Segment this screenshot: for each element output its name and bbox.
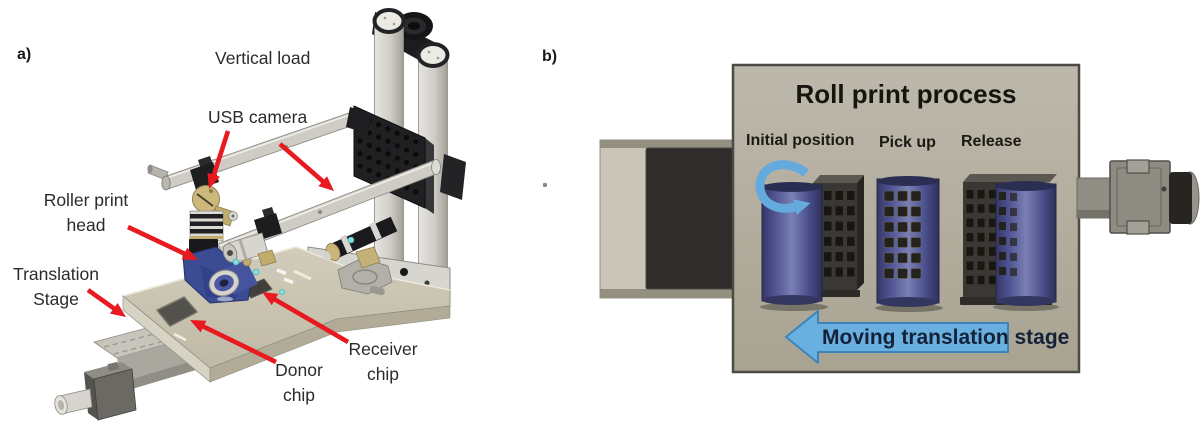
- stray-mark: [543, 183, 547, 187]
- usb-camera-drawing: [183, 156, 238, 271]
- process-title: Roll print process: [795, 79, 1017, 109]
- step-label-pick-up: Pick up: [879, 134, 936, 151]
- arrow-roller-print-head: [127, 224, 198, 260]
- stage-pins: [249, 257, 312, 295]
- label-usb-camera: USB camera: [208, 107, 308, 127]
- panel-b-tag: b): [542, 48, 558, 65]
- arrow-translation-stage: [86, 288, 126, 317]
- arrow-donor-chip: [190, 320, 278, 365]
- panel-b-drawing: [599, 63, 1200, 374]
- label-receiver-chip: Receiver chip: [348, 339, 418, 384]
- annotation-arrows: [86, 130, 350, 365]
- step-label-release: Release: [961, 133, 1022, 150]
- moving-stage-arrow-icon: [785, 310, 1009, 364]
- step-initial-position-drawing: [755, 160, 864, 311]
- donor-chip-drawing: [156, 296, 198, 327]
- step-pick-up-drawing: [875, 176, 943, 312]
- label-donor-chip: Donor chip: [275, 360, 323, 405]
- arrow-receiver-chip: [262, 292, 350, 344]
- stage-motor-drawing: [1076, 159, 1200, 235]
- step-release-drawing: [960, 174, 1059, 311]
- panel-a-tag: a): [17, 46, 32, 63]
- rod-clamp-assembly: [222, 207, 282, 276]
- label-translation-stage: Translation Stage: [13, 264, 99, 309]
- kinematic-mount: [323, 216, 398, 296]
- moving-stage-arrow-label: Moving translation stage: [822, 326, 1070, 349]
- stage-plate-left: [599, 139, 735, 299]
- label-vertical-load: Vertical load: [215, 48, 311, 68]
- arrow-usb-camera: [207, 130, 231, 189]
- roller-print-head-drawing: [182, 246, 258, 304]
- rotation-arrow-icon: [755, 160, 811, 215]
- arrow-vertical-load: [278, 142, 334, 191]
- panel-a-drawing: [54, 8, 466, 421]
- step-label-initial-position: Initial position: [746, 132, 855, 149]
- label-roller-print-head: Roller print head: [43, 190, 129, 235]
